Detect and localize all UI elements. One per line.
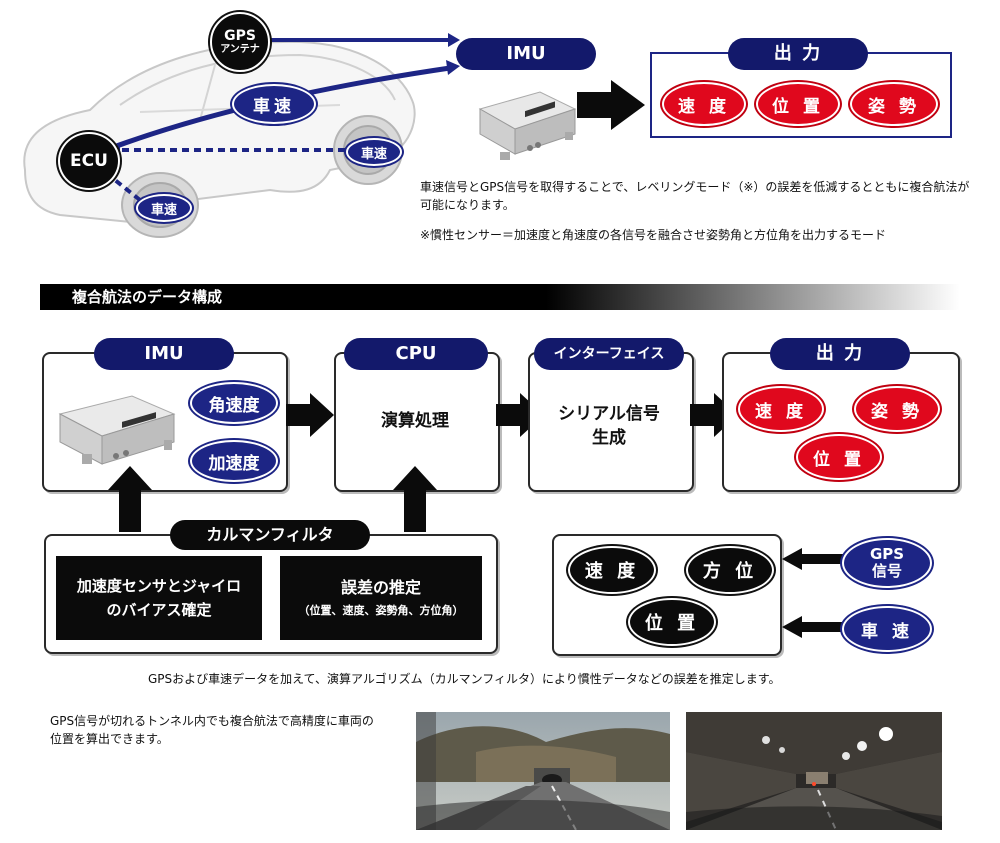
top-output-position: 位 置 [756,82,840,126]
gps-signal-label-1: GPS [869,545,905,563]
flow-output-speed: 速 度 [738,386,824,432]
photo-tunnel-entrance [416,712,670,830]
flow-interface-text: シリアル信号 生成 [528,402,690,450]
gps-to-estimate-arrow [782,548,846,570]
imu-device-image-flow [58,395,176,465]
flow-interface-title: インターフェイス [534,338,684,370]
top-description-line1: 車速信号とGPS信号を取得することで、レベリングモード（※）の誤差を低減するとと… [420,180,970,194]
kalman-error-line2: （位置、速度、姿勢角、方位角） [298,604,464,617]
vehicle-speed-label: 車 速 [861,621,913,642]
bottom-description-line1: GPS信号が切れるトンネル内でも複合航法で高精度に車両の [50,714,374,728]
kalman-bias-block: 加速度センサとジャイロ のバイアス確定 [56,556,262,640]
estimate-position-label: 位 置 [644,613,700,634]
ecu-node: ECU [58,132,120,190]
section-title: 複合航法のデータ構成 [72,288,223,306]
kalman-bias-line1: 加速度センサとジャイロ [76,577,242,595]
section-header-bar [40,284,960,310]
speed-signal-badge: 車速 [232,84,316,124]
imu-device-image-top [478,91,577,160]
gps-signal-label-2: 信号 [871,562,902,580]
photo-inside-tunnel [686,712,942,830]
bottom-description: GPS信号が切れるトンネル内でも複合航法で高精度に車両の 位置を算出できます。 [50,712,410,748]
flow-cpu-title-text: CPU [395,343,437,364]
gps-antenna-node: GPS アンテナ [210,12,270,72]
speed-to-estimate-arrow [782,616,846,638]
kalman-error-block: 誤差の推定 （位置、速度、姿勢角、方位角） [280,556,482,640]
gps-signal-badge: GPS 信号 [842,538,932,588]
flow-imu-title: IMU [94,338,234,370]
flow-output-speed-label: 速 度 [755,401,807,422]
kalman-error-line1: 誤差の推定 [340,578,421,597]
top-output-position-label: 位 置 [772,96,824,117]
flow-interface-box [528,352,694,492]
top-output-speed: 速 度 [662,82,746,126]
flow-output-position: 位 置 [796,434,882,480]
flow-output-position-label: 位 置 [813,449,865,470]
speed-signal-label: 車速 [253,96,295,117]
caption: GPSおよび車速データを加えて、演算アルゴリズム（カルマンフィルタ）により慣性デ… [148,672,781,686]
flow-interface-title-text: インターフェイス [553,346,665,362]
estimate-heading: 方 位 [686,546,774,594]
top-imu-title: IMU [456,38,596,70]
top-output-speed-label: 速 度 [678,96,730,117]
kalman-bias-line2: のバイアス確定 [106,601,212,619]
kalman-title-pill: カルマンフィルタ [170,520,370,550]
front-wheel-speed-badge: 車速 [136,194,192,222]
bottom-description-line2: 位置を算出できます。 [50,732,169,746]
top-output-title: 出 力 [728,38,868,70]
estimate-speed-label: 速 度 [584,561,640,582]
top-imu-to-output-arrow [577,80,645,130]
gps-antenna-label: GPS [224,27,256,44]
flow-output-title: 出 力 [770,338,910,370]
flow-output-attitude: 姿 勢 [854,386,940,432]
flow-interface-line2: 生成 [592,428,626,448]
estimate-heading-label: 方 位 [702,561,758,582]
top-output-attitude: 姿 勢 [850,82,938,126]
kalman-to-imu-arrow [108,466,152,532]
rear-wheel-speed-label: 車速 [360,146,387,162]
top-output-attitude-label: 姿 勢 [868,96,920,117]
flow-cpu-title: CPU [344,338,488,370]
front-wheel-speed-label: 車速 [150,202,177,218]
flow-arrow-imu-to-cpu [286,393,334,437]
flow-imu-acceleration: 加速度 [190,440,278,482]
top-description: 車速信号とGPS信号を取得することで、レベリングモード（※）の誤差を低減するとと… [420,178,980,214]
kalman-to-cpu-arrow [393,466,437,532]
rear-wheel-speed-badge: 車速 [346,138,402,166]
estimate-speed: 速 度 [568,546,656,594]
top-description-line2: 可能になります。 [420,198,515,212]
flow-imu-title-text: IMU [144,343,184,364]
flow-output-attitude-label: 姿 勢 [871,401,923,422]
top-note: ※慣性センサー＝加速度と角速度の各信号を融合させ姿勢角と方位角を出力するモード [420,228,887,242]
flow-imu-acceleration-label: 加速度 [208,453,260,474]
flow-interface-line1: シリアル信号 [558,404,660,424]
flow-cpu-text: 演算処理 [381,411,449,431]
estimate-position: 位 置 [628,598,716,646]
gps-antenna-sub: アンテナ [220,43,260,55]
ecu-label: ECU [70,151,108,171]
top-imu-title-text: IMU [506,43,546,64]
flow-output-title-text: 出 力 [815,343,865,364]
flow-imu-angular-rate-label: 角速度 [208,395,260,416]
flow-imu-angular-rate: 角速度 [190,382,278,424]
top-output-title-text: 出 力 [773,43,823,64]
vehicle-speed-badge: 車 速 [842,606,932,652]
kalman-title: カルマンフィルタ [206,525,334,544]
